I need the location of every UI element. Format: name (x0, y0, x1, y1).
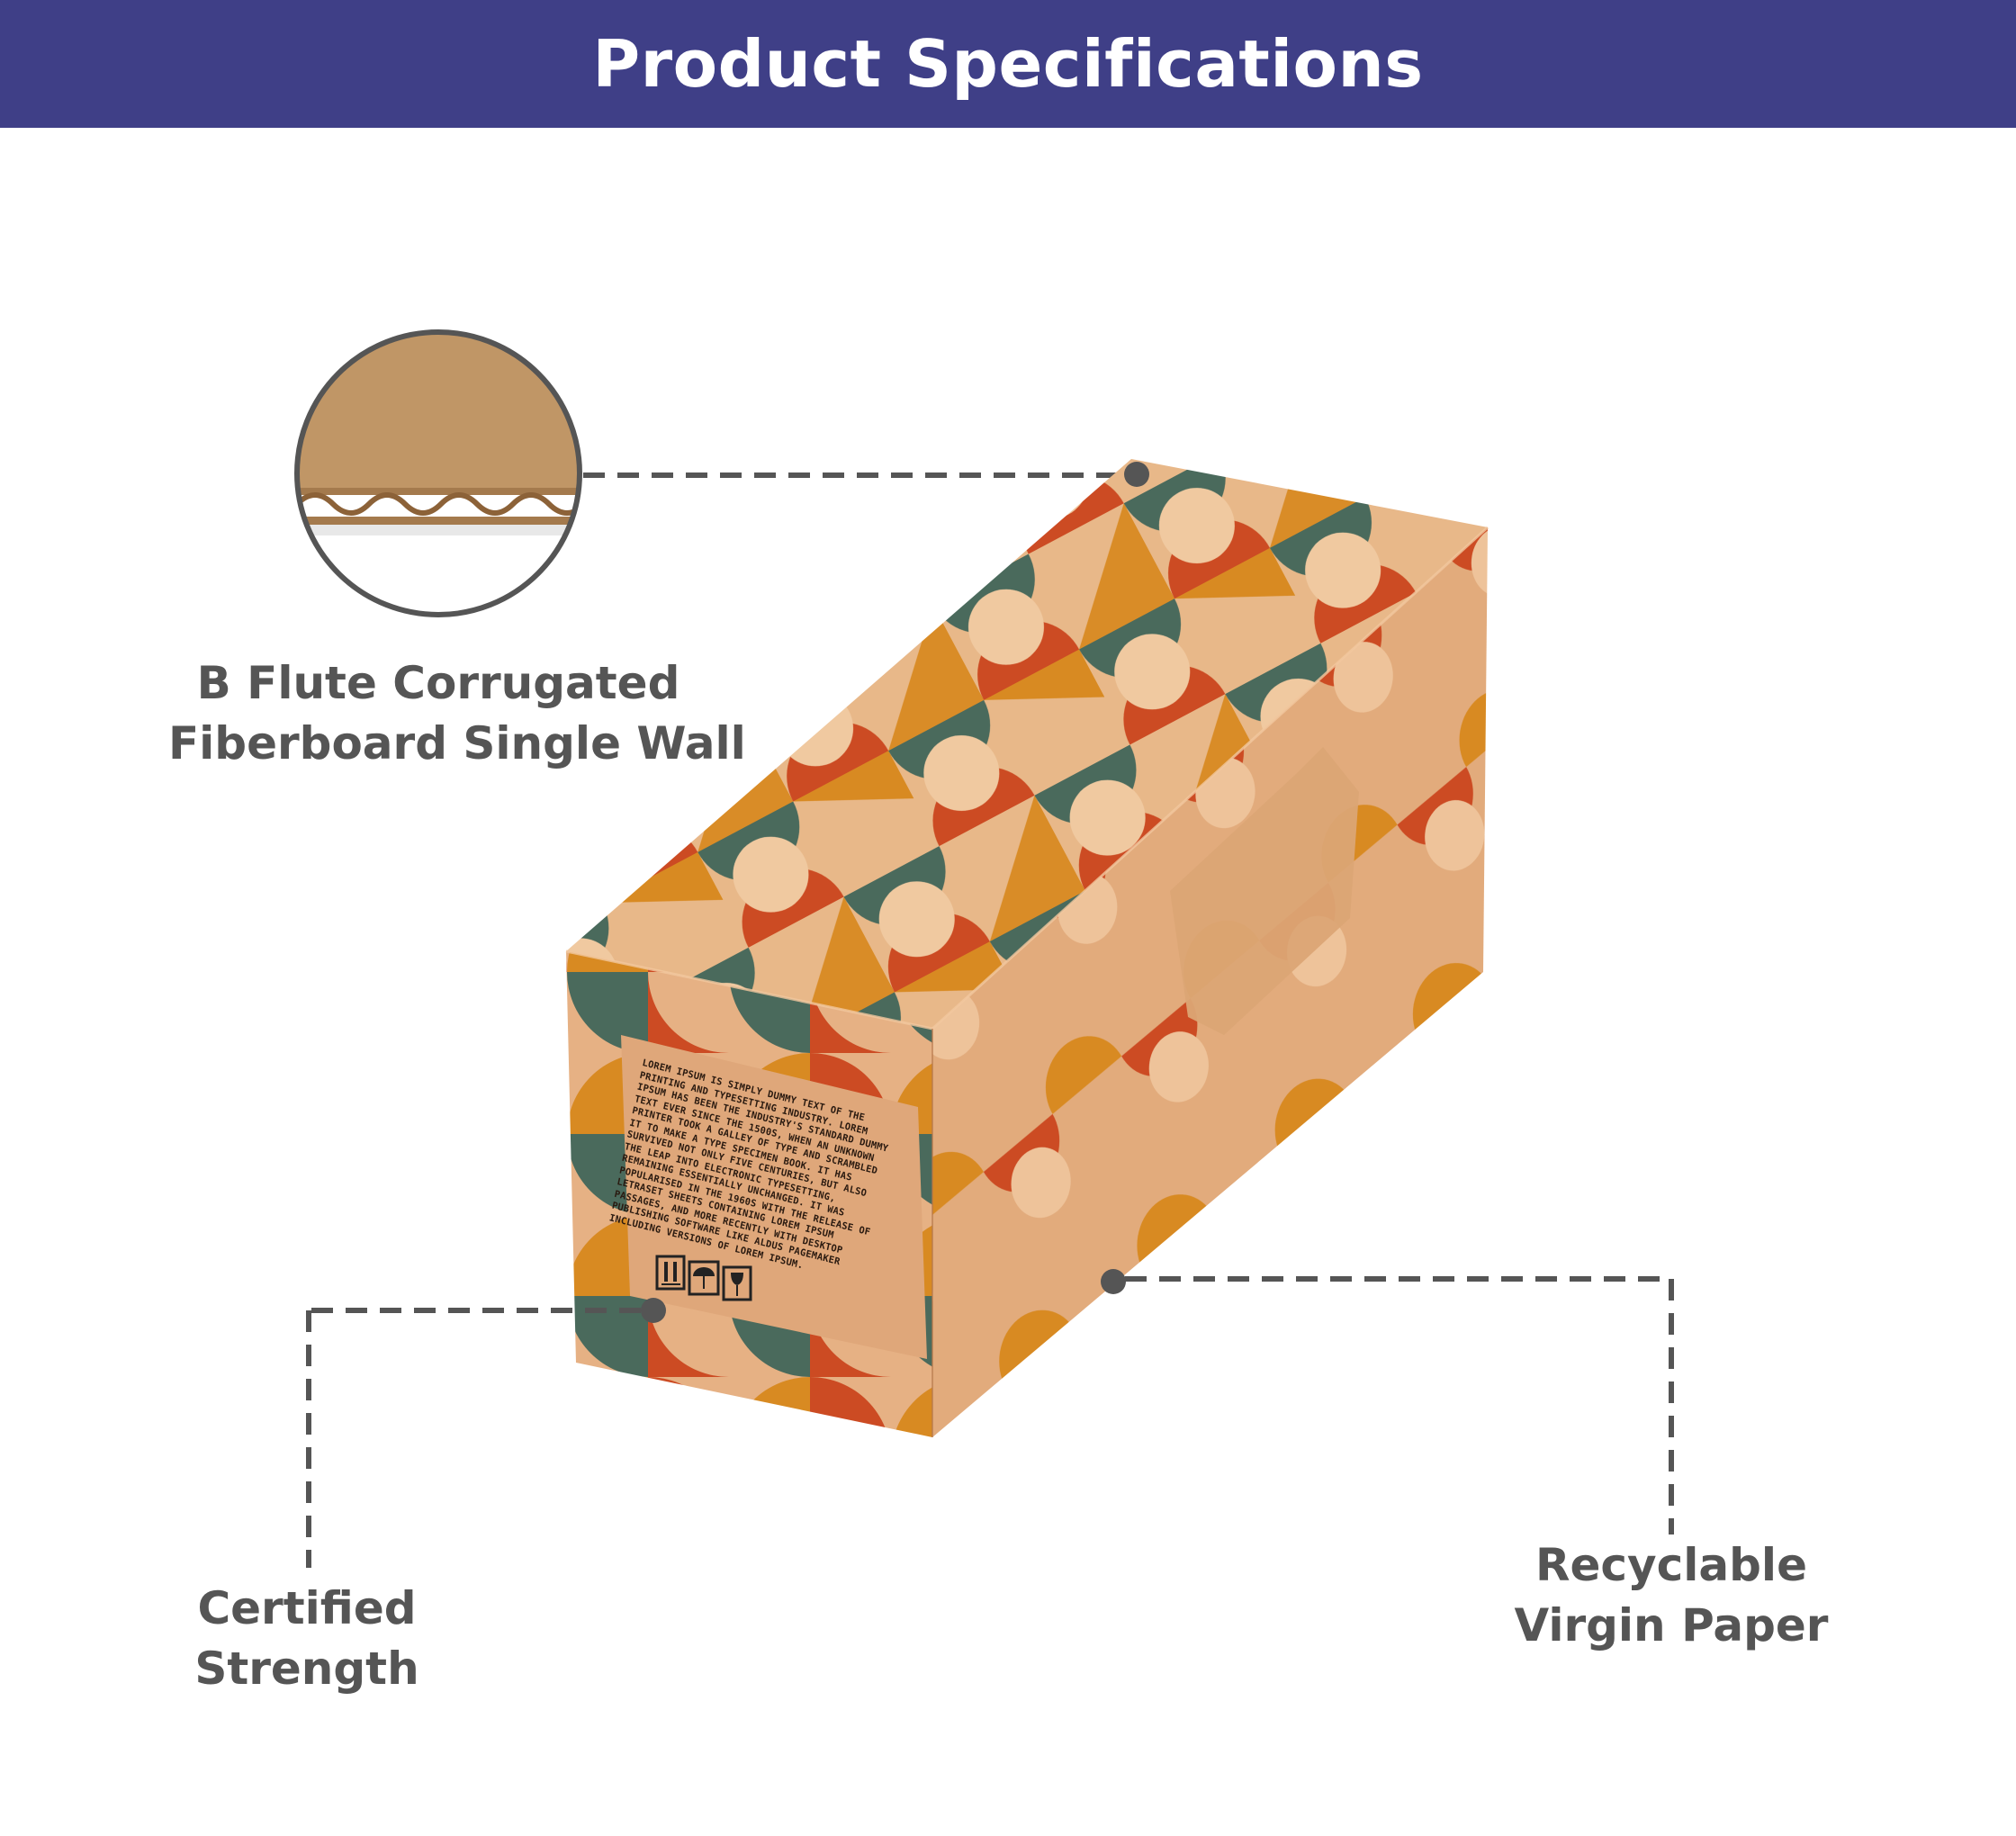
callout-paper-line1: Recyclable (1534, 1539, 1807, 1591)
callout-strength-label: Certified Strength (127, 1579, 487, 1699)
callout-strength-line1: Certified (197, 1582, 417, 1634)
callout-paper-label: Recyclable Virgin Paper (1491, 1535, 1851, 1656)
callout-dot-material (1124, 462, 1149, 487)
box-label-panel (621, 1035, 927, 1359)
callout-material-line2: Fiberboard Single Wall (168, 717, 746, 770)
this-way-up-icon (655, 1255, 686, 1291)
corrugated-cross-section-icon (294, 329, 582, 617)
keep-dry-icon (688, 1260, 720, 1296)
handling-icons (655, 1255, 752, 1301)
header-banner: Product Specifications (0, 0, 2016, 128)
callout-dot-strength (641, 1298, 666, 1323)
callout-material-line1: B Flute Corrugated (196, 657, 680, 709)
box-top-face (566, 459, 1488, 1029)
callout-strength-line2: Strength (194, 1642, 419, 1695)
callout-dot-paper (1101, 1269, 1126, 1294)
leader-line-paper (1125, 1276, 1674, 1534)
callout-paper-line2: Virgin Paper (1514, 1599, 1829, 1652)
product-box (565, 459, 1490, 1437)
fragile-icon (722, 1265, 752, 1301)
page-title: Product Specifications (592, 26, 1424, 102)
callout-material-label: B Flute Corrugated Fiberboard Single Wal… (168, 653, 746, 774)
leader-line-strength (306, 1308, 641, 1568)
